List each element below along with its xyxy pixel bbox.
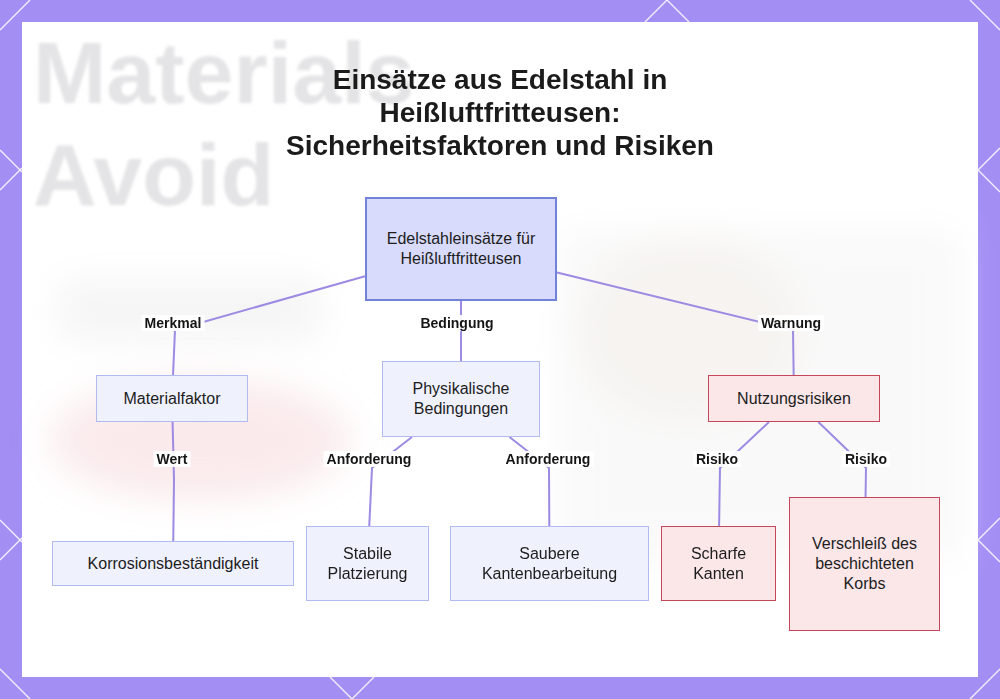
edge-label: Anforderung (503, 451, 594, 467)
node-text: Saubere Kantenbearbeitung (459, 544, 640, 584)
edge-label: Risiko (842, 451, 890, 467)
requirement-box: Stabile Platzierung (306, 526, 429, 601)
value-box: Korrosionsbeständigkeit (52, 541, 294, 586)
risk-box: Scharfe Kanten (661, 526, 776, 601)
node-text: Physikalische Bedingungen (391, 379, 531, 419)
edge-label: Risiko (693, 451, 741, 467)
watermark-text: Avoid (33, 124, 274, 226)
edge-label: Warnung (758, 315, 824, 331)
connector-line (460, 301, 462, 361)
node-text: Stabile Platzierung (315, 544, 420, 584)
node-text: Scharfe Kanten (670, 544, 767, 584)
edge-label: Wert (154, 451, 191, 467)
edge-label: Bedingung (417, 315, 496, 331)
risk-box: Verschleiß des beschichteten Korbs (789, 497, 940, 631)
edge-label: Merkmal (142, 315, 205, 331)
connector-line (719, 422, 769, 526)
connector-line (173, 422, 174, 541)
node-text: Edelstahleinsätze für Heißluftfritteusen (375, 229, 547, 269)
node-text: Nutzungsrisiken (737, 389, 851, 409)
root-box: Edelstahleinsätze für Heißluftfritteusen (365, 197, 557, 301)
node-text: Materialfaktor (124, 389, 221, 409)
canvas-panel (22, 22, 978, 677)
node-text: Verschleiß des beschichteten Korbs (798, 534, 931, 594)
category-box: Physikalische Bedingungen (382, 361, 540, 437)
node-text: Korrosionsbeständigkeit (88, 554, 259, 574)
category-box: Materialfaktor (96, 375, 248, 422)
requirement-box: Saubere Kantenbearbeitung (450, 526, 649, 601)
edge-label: Anforderung (324, 451, 415, 467)
diagram-title: Einsätze aus Edelstahl in Heißluftfritte… (255, 63, 745, 162)
risk-category-box: Nutzungsrisiken (708, 375, 880, 422)
